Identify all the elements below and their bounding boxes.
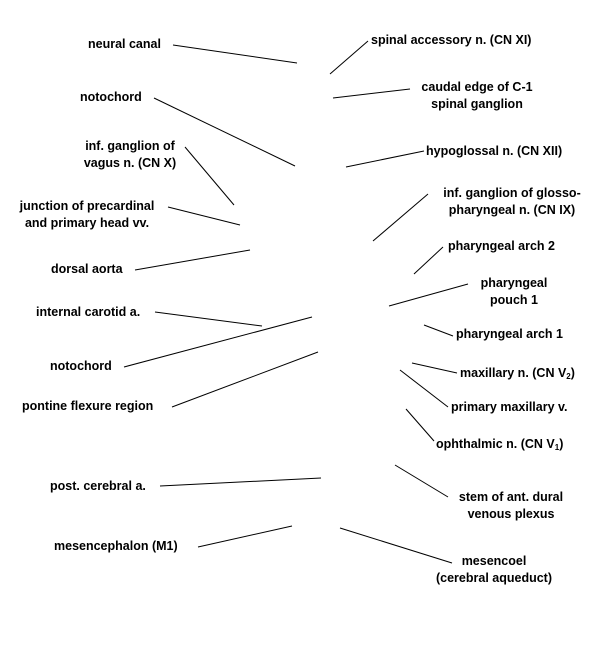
leader-mesencephalon — [197, 525, 293, 548]
label-inf-ganglion-glosso: inf. ganglion of glosso- pharyngeal n. (… — [443, 186, 581, 217]
leader-maxillary-n — [411, 362, 458, 374]
label-pontine-flexure: pontine flexure region — [22, 399, 154, 413]
label-dorsal-aorta: dorsal aorta — [51, 262, 123, 276]
leader-pontine-flexure — [171, 351, 319, 408]
label-mesencephalon: mesencephalon (M1) — [54, 539, 178, 553]
leader-notochord-upper — [153, 97, 296, 167]
label-maxillary-n: maxillary n. (CN V2) — [460, 366, 575, 381]
label-spinal-accessory: spinal accessory n. (CN XI) — [371, 33, 532, 47]
leader-dorsal-aorta — [134, 249, 251, 271]
label-notochord-lower: notochord — [50, 359, 112, 373]
leader-caudal-edge — [332, 88, 411, 99]
label-primary-maxillary: primary maxillary v. — [451, 400, 568, 414]
leader-internal-carotid — [154, 311, 263, 327]
leader-primary-maxillary — [399, 369, 449, 408]
label-caudal-edge: caudal edge of C-1 spinal ganglion — [421, 80, 533, 111]
label-pharyngeal-arch-1: pharyngeal arch 1 — [456, 327, 563, 341]
label-post-cerebral: post. cerebral a. — [50, 479, 146, 493]
label-neural-canal: neural canal — [88, 37, 161, 51]
label-pharyngeal-arch-2: pharyngeal arch 2 — [448, 239, 555, 253]
leader-notochord-lower — [123, 316, 313, 368]
label-mesencoel: mesencoel (cerebral aqueduct) — [435, 554, 552, 585]
leader-mesencoel — [339, 527, 453, 564]
leader-pharyngeal-arch-2 — [413, 246, 444, 275]
label-inf-ganglion-vagus: inf. ganglion of vagus n. (CN X) — [83, 139, 177, 170]
label-junction-precardinal: junction of precardinal and primary head… — [19, 199, 155, 230]
label-internal-carotid: internal carotid a. — [36, 305, 141, 319]
leader-pharyngeal-arch-1 — [423, 324, 454, 337]
leader-stem-dural — [394, 464, 449, 498]
leader-ophthalmic-n — [405, 408, 435, 442]
leader-post-cerebral — [159, 477, 322, 487]
label-pharyngeal-pouch-1: pharyngeal pouch 1 — [480, 276, 548, 307]
leader-spinal-accessory — [329, 40, 369, 75]
leader-junction-precardinal — [167, 206, 241, 226]
label-hypoglossal: hypoglossal n. (CN XII) — [426, 144, 563, 158]
leader-inf-ganglion-vagus — [184, 146, 235, 206]
leader-neural-canal — [172, 44, 298, 64]
label-ophthalmic-n: ophthalmic n. (CN V1) — [436, 437, 564, 452]
leader-inf-ganglion-glosso — [372, 193, 429, 242]
leader-hypoglossal — [345, 150, 425, 168]
label-stem-dural: stem of ant. dural venous plexus — [458, 490, 564, 521]
label-notochord-upper: notochord — [80, 90, 142, 104]
leader-pharyngeal-pouch-1 — [388, 283, 469, 307]
